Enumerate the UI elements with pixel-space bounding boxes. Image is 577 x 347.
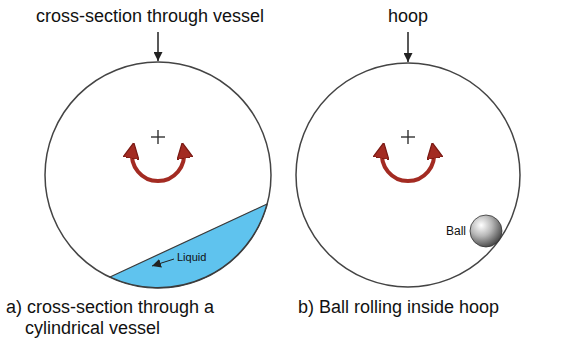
text-label: cross-section through vessel bbox=[20, 6, 280, 27]
text-label: Liquid bbox=[177, 251, 227, 264]
liquid-region bbox=[110, 204, 267, 288]
center-cross bbox=[157, 130, 158, 144]
figure-caption: b) Ball rolling inside hoop bbox=[298, 297, 574, 318]
text-label: Ball bbox=[410, 224, 466, 238]
center-cross bbox=[407, 130, 408, 144]
label-box: a) cross-section through a cylindrical v… bbox=[6, 297, 268, 339]
label-box: Ball bbox=[410, 224, 466, 238]
ball bbox=[470, 215, 502, 247]
pointer-arrow bbox=[157, 32, 159, 61]
label-box: hoop bbox=[358, 6, 458, 27]
figure-caption: a) cross-section through a cylindrical v… bbox=[6, 297, 268, 339]
text-label: hoop bbox=[358, 6, 458, 27]
rotation-arrow bbox=[382, 151, 434, 182]
label-box: Liquid bbox=[177, 251, 227, 264]
hoop-outline bbox=[296, 63, 520, 287]
label-box: cross-section through vessel bbox=[20, 6, 280, 27]
vessel-outline bbox=[45, 62, 271, 288]
rotation-arrow bbox=[132, 151, 184, 182]
pointer-arrow bbox=[407, 32, 409, 62]
label-box: b) Ball rolling inside hoop bbox=[298, 297, 574, 318]
leader-arrow bbox=[152, 259, 174, 266]
